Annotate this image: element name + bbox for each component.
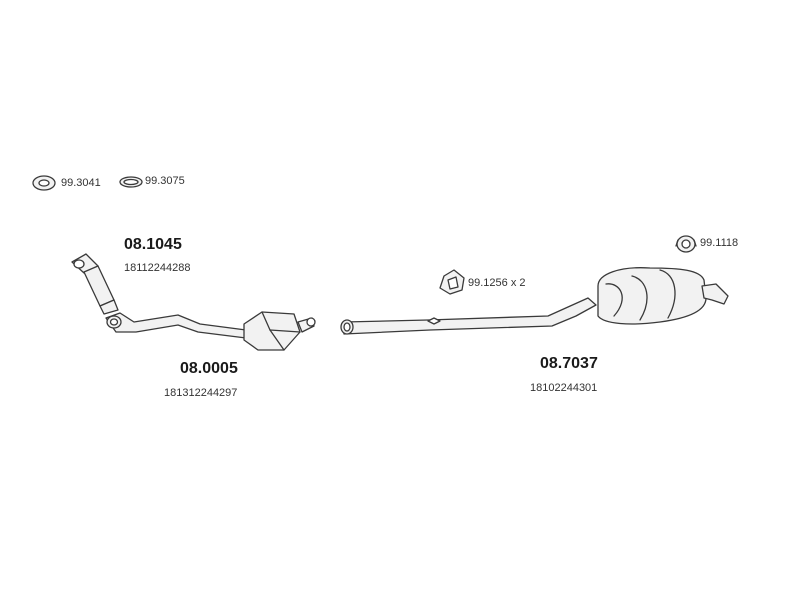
part-number-label: 99.3075 <box>145 175 185 187</box>
oem-number-label: 18102244301 <box>530 382 598 394</box>
part-number-label: 08.7037 <box>540 355 598 372</box>
part-number-label: 99.1256 x 2 <box>468 277 526 289</box>
front-pipe-08-1045 <box>71 253 119 315</box>
rubber-mount-99-1256 <box>439 269 465 295</box>
clamp-ring-99-1118 <box>675 235 697 253</box>
part-number-label: 99.1118 <box>700 237 739 249</box>
catalytic-converter-08-0005 <box>105 311 316 351</box>
part-number-label: 99.3041 <box>61 177 101 189</box>
rear-silencer-08-7037 <box>340 267 729 335</box>
part-number-label: 08.0005 <box>180 360 238 377</box>
gasket-ring-99-3041 <box>32 175 56 191</box>
oem-number-label: 18112244288 <box>124 262 191 274</box>
oem-number-label: 181312244297 <box>164 387 238 399</box>
flat-gasket-99-3075 <box>119 176 143 188</box>
part-number-label: 08.1045 <box>124 236 182 253</box>
